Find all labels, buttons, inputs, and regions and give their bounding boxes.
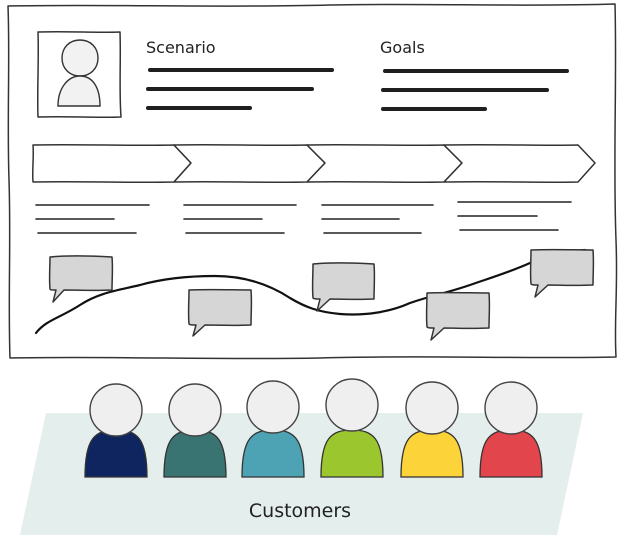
customer-body: [479, 429, 543, 478]
customer-red: [479, 381, 543, 478]
journey-stages: [31, 143, 596, 184]
customer-head: [484, 381, 538, 435]
speech-bubble-icon: [187, 288, 253, 337]
speech-bubble-icon: [311, 262, 376, 312]
speech-bubble-icon: [425, 291, 491, 341]
speech-bubble-icon: [529, 248, 595, 298]
customer-navy: [84, 383, 148, 478]
customer-head: [325, 378, 379, 432]
customer-group: [84, 378, 543, 478]
customer-dark-teal: [163, 383, 227, 478]
customer-green: [320, 378, 384, 478]
customer-body: [320, 429, 384, 478]
customer-body: [241, 429, 305, 478]
user-silhouette-icon: [57, 39, 101, 107]
customer-body: [400, 429, 464, 478]
stage-4: [443, 143, 596, 184]
stage-3-text-lines: [321, 204, 434, 234]
emotion-curve: [34, 248, 587, 335]
customer-body: [84, 429, 148, 478]
customer-head: [89, 383, 143, 437]
customer-teal: [241, 380, 305, 478]
scenario-text-lines: [146, 68, 334, 110]
customers-label: Customers: [249, 500, 351, 522]
customer-body: [163, 429, 227, 478]
stage-4-text-lines: [457, 201, 572, 231]
customer-head: [246, 380, 300, 434]
stage-2: [173, 143, 326, 184]
speech-bubble-icon: [48, 255, 114, 303]
customer-yellow: [400, 381, 464, 478]
goals-text-lines: [381, 69, 569, 111]
stage-1: [31, 143, 192, 184]
persona-card: [36, 30, 122, 119]
stage-2-text-lines: [183, 204, 297, 234]
stage-3: [306, 143, 463, 184]
goals-label: Goals: [380, 38, 425, 57]
customer-head: [405, 381, 459, 435]
scenario-label: Scenario: [146, 38, 216, 57]
stage-1-text-lines: [35, 204, 150, 234]
customer-head: [168, 383, 222, 437]
